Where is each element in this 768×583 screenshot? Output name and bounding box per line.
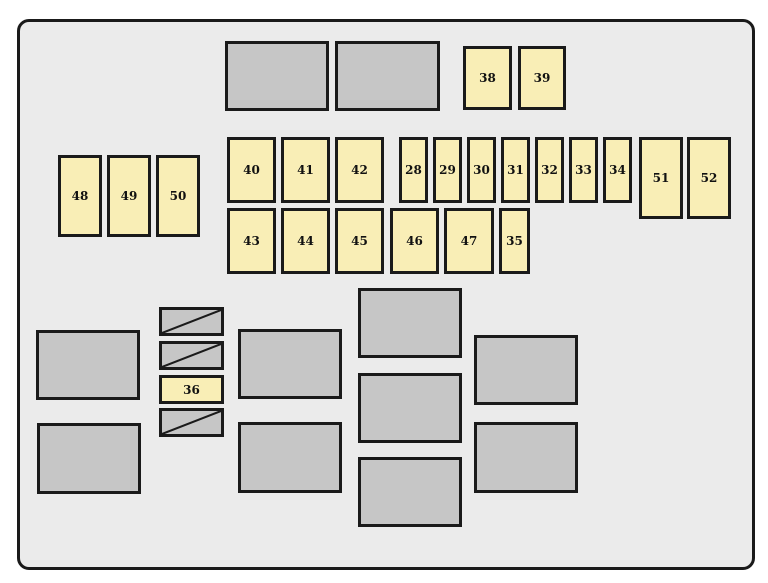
fuse-46: 46 (390, 208, 439, 274)
fuse-31: 31 (501, 137, 530, 203)
fuse-45: 45 (335, 208, 384, 274)
fuse-34: 34 (603, 137, 632, 203)
spare-slot-1 (159, 307, 224, 336)
spare-slot-2 (159, 341, 224, 370)
relay-center-1 (358, 288, 462, 358)
fuse-47: 47 (444, 208, 494, 274)
fuse-30: 30 (467, 137, 496, 203)
spare-slot-3 (159, 408, 224, 437)
relay-mid-left-top (238, 329, 342, 399)
fuse-29: 29 (433, 137, 462, 203)
fuse-28: 28 (399, 137, 428, 203)
relay-left-bottom (37, 423, 141, 494)
fuse-33: 33 (569, 137, 598, 203)
fuse-39: 39 (518, 46, 566, 110)
relay-mid-left-bottom (238, 422, 342, 493)
fuse-40: 40 (227, 137, 276, 203)
fuse-35: 35 (499, 208, 530, 274)
fuse-32: 32 (535, 137, 564, 203)
relay-top-2 (335, 41, 440, 111)
fuse-49: 49 (107, 155, 151, 237)
fuse-38: 38 (463, 46, 512, 110)
fuse-41: 41 (281, 137, 330, 203)
relay-top-1 (225, 41, 329, 111)
relay-left-top (36, 330, 140, 400)
fuse-50: 50 (156, 155, 200, 237)
fuse-48: 48 (58, 155, 102, 237)
fuse-44: 44 (281, 208, 330, 274)
fuse-42: 42 (335, 137, 384, 203)
relay-right-bottom (474, 422, 578, 493)
fuse-36: 36 (159, 375, 224, 404)
relay-center-2 (358, 373, 462, 443)
fuse-43: 43 (227, 208, 276, 274)
fuse-51: 51 (639, 137, 683, 219)
relay-right-top (474, 335, 578, 405)
fuse-52: 52 (687, 137, 731, 219)
relay-center-3 (358, 457, 462, 527)
